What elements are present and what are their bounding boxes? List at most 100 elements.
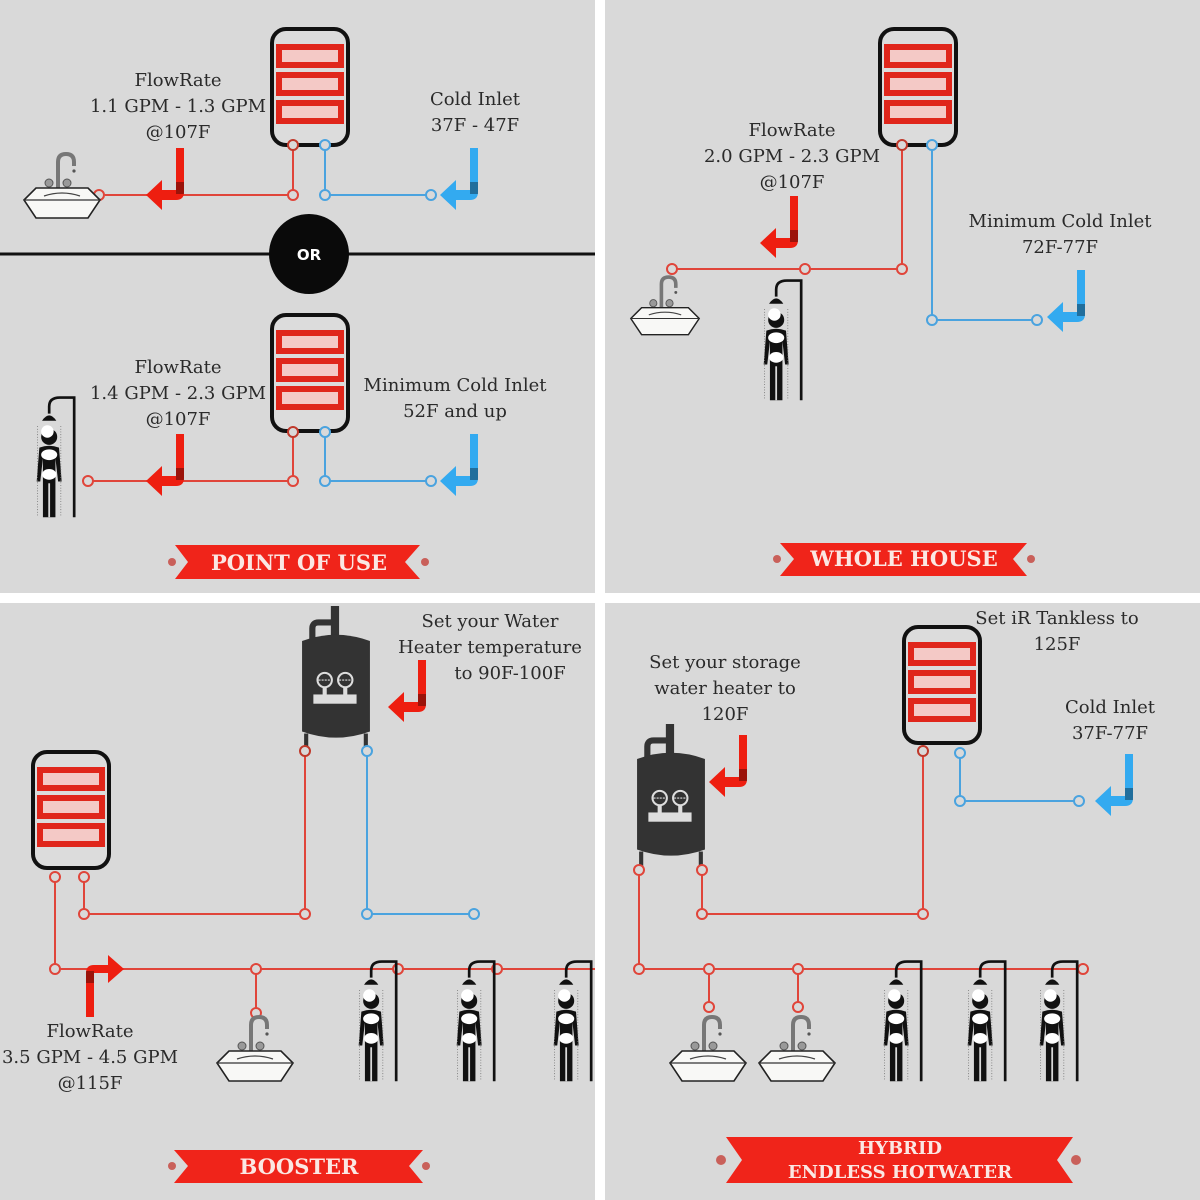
banner-booster: BOOSTER	[168, 1150, 430, 1183]
shower-icon	[358, 960, 398, 1083]
tankless-temperature-note: Set iR Tankless to 125F	[967, 606, 1147, 658]
banner-label: POINT OF USE	[211, 550, 387, 575]
banner-label: WHOLE HOUSE	[809, 546, 997, 571]
point-of-use-diagram: POINT OF USE OR	[0, 0, 595, 579]
tankless-heater-icon	[272, 315, 348, 431]
banner-label: BOOSTER	[240, 1154, 360, 1179]
banner-whole-house: WHOLE HOUSE	[773, 543, 1035, 576]
note-line: 125F	[1033, 634, 1081, 655]
note-line: Set your Water	[421, 611, 559, 632]
cold-pipe	[324, 145, 431, 196]
note-line: to 90F-100F	[454, 663, 566, 684]
cold-inlet-range: 37F-77F	[1071, 723, 1149, 744]
tankless-heater-icon	[33, 752, 109, 868]
tankless-heater-icon	[880, 29, 956, 145]
cold-inlet-label: Cold Inlet 37F-77F	[1050, 695, 1170, 747]
hot-pipe	[54, 751, 595, 1013]
flow-rate-title: FlowRate	[46, 1021, 134, 1042]
banner-label-line2: ENDLESS HOTWATER	[788, 1162, 1013, 1183]
flow-rate-title: FlowRate	[134, 70, 222, 91]
cold-inlet-arrow-icon	[1095, 754, 1133, 816]
hot-pipe	[638, 751, 1083, 1007]
panel-point-of-use: POINT OF USE OR FlowRate 1.1 GPM - 1.3 G…	[0, 0, 595, 593]
cold-inlet-range: 37F - 47F	[430, 115, 520, 136]
cold-inlet-label: Minimum Cold Inlet 52F and up	[355, 373, 555, 425]
flow-rate-label: FlowRate 1.1 GPM - 1.3 GPM @107F	[88, 68, 268, 146]
cold-inlet-arrow-icon	[440, 148, 478, 210]
or-label: OR	[297, 246, 322, 264]
sink-icon	[22, 152, 102, 220]
sink-icon	[668, 1015, 748, 1083]
panel-booster: BOOSTER Set your Water Heater temperatur…	[0, 603, 595, 1200]
flow-rate-range: 1.1 GPM - 1.3 GPM	[89, 96, 267, 117]
pipe-joints	[82, 426, 437, 487]
storage-tank-icon	[637, 724, 705, 866]
cold-pipe	[931, 145, 1037, 321]
sink-icon	[757, 1015, 837, 1083]
hot-flow-arrow-icon	[86, 955, 124, 1017]
cold-pipe	[324, 432, 431, 482]
hot-flow-arrow-icon	[760, 196, 798, 258]
shower-icon	[763, 279, 803, 402]
pipe-joints	[633, 745, 1089, 1013]
cold-inlet-range: 72F-77F	[1021, 237, 1099, 258]
hot-pipe	[93, 432, 294, 482]
storage-temperature-note: Set your storage water heater to 120F	[630, 650, 820, 728]
cold-inlet-title: Cold Inlet	[430, 89, 520, 110]
or-badge	[269, 214, 349, 294]
tank-temperature-note: Set your Water Heater temperature to 90F…	[390, 609, 590, 687]
cold-inlet-title: Minimum Cold Inlet	[968, 211, 1152, 232]
storage-tank-icon	[302, 606, 370, 748]
cold-pipe	[366, 751, 474, 915]
hot-flow-arrow-icon	[709, 735, 747, 797]
panel-whole-house: WHOLE HOUSE FlowRate 2.0 GPM - 2.3 GPM @…	[605, 0, 1200, 593]
hot-flow-arrow-icon	[146, 434, 184, 496]
flow-rate-temp: @107F	[145, 409, 211, 430]
note-line: Set iR Tankless to	[975, 608, 1139, 629]
flow-rate-temp: @107F	[145, 122, 211, 143]
cold-inlet-arrow-icon	[440, 434, 478, 496]
flow-rate-title: FlowRate	[134, 357, 222, 378]
pipe-joints	[666, 139, 1043, 326]
banner-point-of-use: POINT OF USE	[168, 545, 429, 579]
whole-house-diagram: WHOLE HOUSE	[629, 0, 1085, 576]
tankless-heater-icon	[272, 29, 348, 145]
flow-rate-temp: @107F	[759, 172, 825, 193]
cold-pipe	[959, 751, 1079, 802]
hot-pipe	[672, 145, 903, 270]
hot-flow-arrow-icon	[146, 148, 184, 210]
sink-icon	[629, 275, 701, 337]
flow-rate-temp: @115F	[57, 1073, 123, 1094]
cold-inlet-label: Cold Inlet 37F - 47F	[400, 87, 550, 139]
shower-icon	[883, 960, 923, 1083]
note-line: Heater temperature	[398, 637, 582, 658]
cold-inlet-label: Minimum Cold Inlet 72F-77F	[960, 209, 1160, 261]
shower-icon	[1039, 960, 1079, 1083]
flow-rate-range: 2.0 GPM - 2.3 GPM	[703, 146, 881, 167]
cold-inlet-arrow-icon	[1047, 270, 1085, 332]
cold-inlet-range: 52F and up	[403, 401, 507, 422]
shower-icon	[456, 960, 496, 1083]
cold-inlet-title: Minimum Cold Inlet	[363, 375, 547, 396]
note-line: water heater to	[654, 678, 796, 699]
flow-rate-label: FlowRate 1.4 GPM - 2.3 GPM @107F	[88, 355, 268, 433]
hybrid-diagram: HYBRID ENDLESS HOTWATER	[633, 603, 1133, 1183]
note-line: 120F	[701, 704, 749, 725]
cold-inlet-title: Cold Inlet	[1065, 697, 1155, 718]
flow-rate-label: FlowRate 2.0 GPM - 2.3 GPM @107F	[702, 118, 882, 196]
booster-diagram: BOOSTER	[0, 603, 595, 1183]
panel-hybrid: HYBRID ENDLESS HOTWATER Set your storage…	[605, 603, 1200, 1200]
shower-icon	[553, 960, 593, 1083]
shower-icon	[967, 960, 1007, 1083]
pipe-joints	[49, 745, 503, 1019]
banner-hybrid: HYBRID ENDLESS HOTWATER	[716, 1137, 1081, 1183]
hot-pipe	[105, 145, 294, 196]
flow-rate-range: 3.5 GPM - 4.5 GPM	[1, 1047, 179, 1068]
pipe-joints	[93, 139, 437, 201]
shower-icon	[36, 396, 76, 519]
banner-label-line1: HYBRID	[858, 1138, 942, 1159]
note-line: Set your storage	[649, 652, 801, 673]
flow-rate-title: FlowRate	[748, 120, 836, 141]
flow-rate-range: 1.4 GPM - 2.3 GPM	[89, 383, 267, 404]
flow-rate-label: FlowRate 3.5 GPM - 4.5 GPM @115F	[0, 1019, 180, 1097]
